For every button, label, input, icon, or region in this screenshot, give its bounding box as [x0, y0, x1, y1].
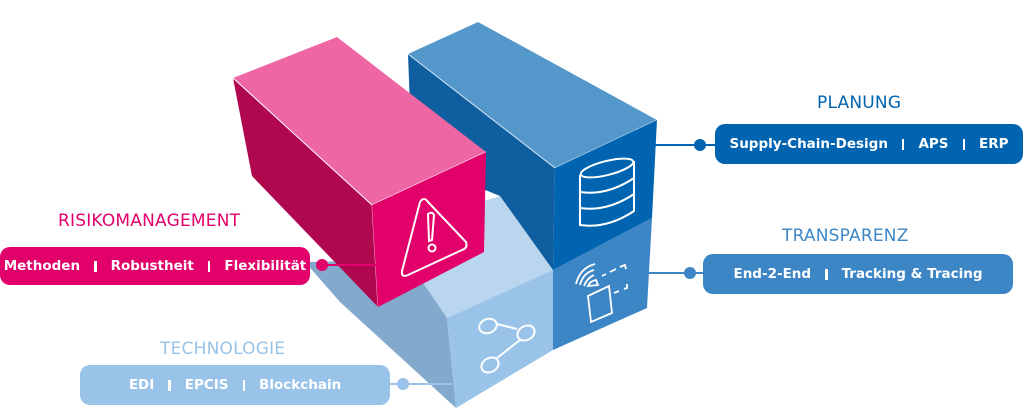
connector-transparenz [649, 267, 705, 279]
separator [242, 379, 246, 391]
connector-technologie [388, 378, 452, 390]
database-icon [579, 157, 635, 227]
separator [168, 379, 171, 391]
transparenz-item: End-2-End [733, 266, 812, 282]
transparenz-block [553, 218, 652, 350]
transparenz-pill: End-2-End Tracking & Tracing [703, 254, 1013, 294]
risikomanagement-pill: Methoden Robustheit Flexibilität [0, 247, 310, 285]
technologie-title: TECHNOLOGIE [160, 339, 286, 359]
risikomanagement-block-top-face [233, 37, 486, 205]
separator [825, 268, 828, 280]
planung-item: ERP [979, 136, 1009, 152]
technologie-block-left-face [305, 260, 456, 408]
risikomanagement-block [232, 37, 487, 308]
connector-risikomanagement [316, 259, 377, 271]
risikomanagement-block-left-face [233, 78, 378, 307]
technologie-item: EPCIS [184, 377, 229, 393]
separator [962, 138, 966, 150]
planung-block-top-face [408, 22, 657, 168]
transparenz-item: Tracking & Tracing [841, 266, 983, 282]
planung-block-front-face [553, 120, 657, 270]
warning-triangle-icon [400, 198, 468, 277]
separator [901, 138, 905, 150]
technologie-pill: EDI EPCIS Blockchain [80, 365, 390, 405]
transparenz-block-front-face [553, 218, 652, 350]
risikomanagement-item: Flexibilität [224, 258, 307, 274]
share-network-icon [478, 317, 536, 374]
planung-pill: Supply-Chain-Design APS ERP [715, 124, 1023, 164]
technologie-block-front-face [447, 270, 553, 408]
risikomanagement-item: Methoden [3, 258, 81, 274]
planung-item: APS [918, 136, 949, 152]
planung-title: PLANUNG [817, 93, 902, 113]
technologie-item: Blockchain [259, 377, 342, 393]
planung-item: Supply-Chain-Design [729, 136, 888, 152]
transparenz-title: TRANSPARENZ [782, 226, 909, 246]
separator [207, 260, 211, 272]
risikomanagement-item: Robustheit [110, 258, 194, 274]
technologie-item: EDI [128, 377, 155, 393]
risikomanagement-title: RISIKOMANAGEMENT [58, 211, 241, 231]
separator [94, 260, 97, 272]
rfid-scan-icon [575, 263, 628, 324]
connector-planung [654, 139, 717, 151]
